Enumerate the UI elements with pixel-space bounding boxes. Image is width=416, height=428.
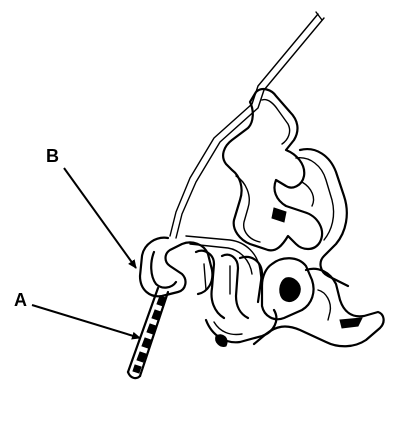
seal-retaining-fingers	[194, 249, 278, 347]
trim-clip-rod	[126, 286, 170, 380]
callout-label-b: B	[46, 146, 59, 166]
door-panel-sheet	[169, 11, 325, 239]
seal-lower-lip	[252, 257, 385, 348]
leader-arrow-b	[63, 167, 137, 269]
leader-arrow-a	[31, 304, 141, 340]
seal-outer-bulb	[295, 148, 350, 288]
seal-channel-clip	[138, 235, 263, 298]
seal-upper-body	[222, 87, 324, 252]
callout-label-a: A	[14, 290, 27, 310]
